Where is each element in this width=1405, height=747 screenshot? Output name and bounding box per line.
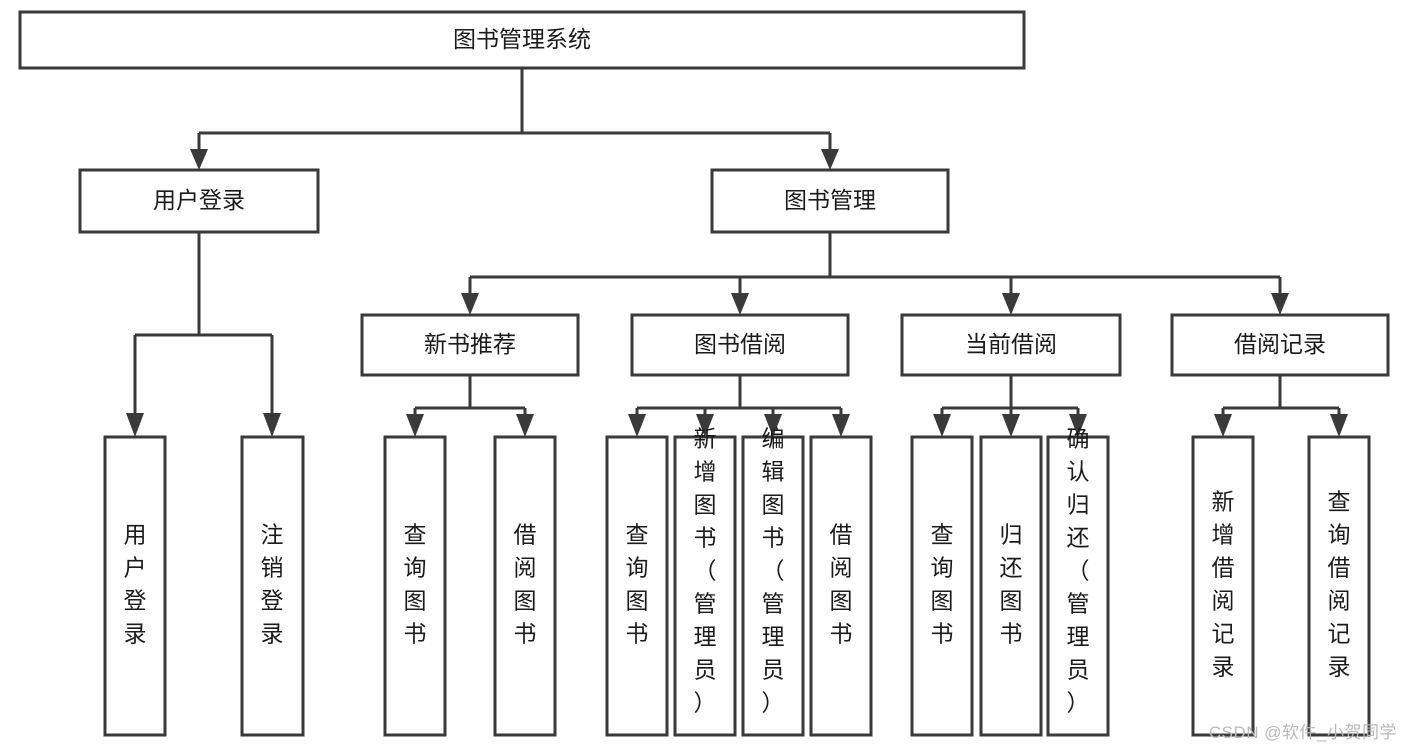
node-current-borrow-box[interactable]: [900, 313, 1122, 377]
node-leaf-edit-book-box[interactable]: [741, 435, 805, 737]
node-leaf-add-book-label: 新增图书（管理员）: [694, 426, 717, 716]
node-user-login-box[interactable]: [78, 168, 320, 234]
node-leaf-confirm-return[interactable]: 确认归还（管理员）: [1046, 426, 1110, 737]
node-leaf-query-book-3-label: 查询图书: [931, 522, 954, 647]
node-user-login-label: 用户登录: [153, 187, 245, 213]
node-leaf-query-book-3-box[interactable]: [910, 435, 974, 737]
node-current-borrow-label: 当前借阅: [965, 331, 1057, 357]
node-leaf-borrow-book-2-box[interactable]: [809, 435, 873, 737]
node-leaf-query-book-1[interactable]: 查询图书: [383, 435, 447, 737]
arrow-head-leaf-edit-book: [764, 414, 782, 437]
node-leaf-query-book-3[interactable]: 查询图书: [910, 435, 974, 737]
node-leaf-add-record-box[interactable]: [1191, 435, 1255, 737]
node-new-book-recommend[interactable]: 新书推荐: [360, 313, 580, 377]
node-leaf-user-logout-box[interactable]: [240, 435, 305, 737]
arrow-head-leaf-add-book: [696, 414, 714, 437]
node-leaf-query-book-2[interactable]: 查询图书: [605, 435, 669, 737]
arrow-head-leaf-return-book: [1002, 414, 1020, 437]
node-borrow-record[interactable]: 借阅记录: [1170, 313, 1390, 377]
node-leaf-query-record-box[interactable]: [1307, 435, 1371, 737]
node-leaf-add-book-box[interactable]: [673, 435, 737, 737]
node-leaf-return-book-box[interactable]: [979, 435, 1043, 737]
node-leaf-borrow-book-2[interactable]: 借阅图书: [809, 435, 873, 737]
connector-group-new-book-recommend: [406, 375, 534, 437]
node-leaf-add-book[interactable]: 新增图书（管理员）: [673, 426, 737, 737]
arrow-head-user-login: [190, 149, 208, 170]
node-new-book-recommend-box[interactable]: [360, 313, 580, 377]
arrow-head-book-management: [821, 149, 839, 170]
node-root-label: 图书管理系统: [453, 26, 591, 52]
node-book-borrow-label: 图书借阅: [694, 331, 786, 357]
node-leaf-borrow-book-2-label: 借阅图书: [830, 522, 853, 647]
arrow-head-leaf-query-book-3: [933, 414, 951, 437]
node-user-login[interactable]: 用户登录: [78, 168, 320, 234]
node-borrow-record-label: 借阅记录: [1234, 331, 1326, 357]
node-leaf-user-logout-label: 注销登录: [261, 522, 284, 647]
arrow-head-borrow-record: [1271, 293, 1289, 315]
arrow-head-current-borrow: [1002, 293, 1020, 315]
node-leaf-user-login-label: 用户登录: [124, 522, 147, 647]
arrow-head-book-borrow: [731, 293, 749, 315]
node-leaf-user-logout[interactable]: 注销登录: [240, 435, 305, 737]
arrow-head-leaf-confirm-return: [1069, 414, 1087, 437]
node-leaf-edit-book[interactable]: 编辑图书（管理员）: [741, 426, 805, 737]
node-leaf-confirm-return-box[interactable]: [1046, 435, 1110, 737]
arrow-head-leaf-user-logout: [263, 413, 281, 437]
node-book-management-label: 图书管理: [784, 187, 876, 213]
arrow-head-leaf-query-book-1: [406, 414, 424, 437]
arrow-head-leaf-borrow-book-2: [832, 414, 850, 437]
connector-group-current-borrow: [933, 375, 1087, 437]
node-book-management-box[interactable]: [710, 168, 950, 234]
node-leaf-return-book[interactable]: 归还图书: [979, 435, 1043, 737]
arrow-head-leaf-query-book-2: [628, 414, 646, 437]
node-leaf-query-record[interactable]: 查询借阅记录: [1307, 435, 1371, 737]
connector-group-book-borrow: [628, 375, 850, 437]
node-book-borrow[interactable]: 图书借阅: [630, 313, 850, 377]
node-leaf-query-book-1-box[interactable]: [383, 435, 447, 737]
node-new-book-recommend-label: 新书推荐: [424, 331, 516, 357]
node-leaf-add-record-label: 新增借阅记录: [1212, 489, 1235, 680]
node-book-borrow-box[interactable]: [630, 313, 850, 377]
arrow-head-leaf-query-record: [1330, 414, 1348, 437]
node-borrow-record-box[interactable]: [1170, 313, 1390, 377]
arrow-head-leaf-add-record: [1214, 414, 1232, 437]
node-leaf-borrow-book-1[interactable]: 借阅图书: [493, 435, 557, 737]
node-leaf-query-record-label: 查询借阅记录: [1328, 489, 1351, 680]
connector-group-borrow-record: [1214, 375, 1348, 437]
connector-group-user-login: [126, 232, 281, 437]
node-leaf-edit-book-label: 编辑图书（管理员）: [762, 426, 785, 716]
node-leaf-return-book-label: 归还图书: [1000, 522, 1023, 647]
node-leaf-query-book-1-label: 查询图书: [404, 522, 427, 647]
node-leaf-add-record[interactable]: 新增借阅记录: [1191, 435, 1255, 737]
node-leaf-confirm-return-label: 确认归还（管理员）: [1067, 426, 1090, 716]
node-leaf-user-login-box[interactable]: [103, 435, 167, 737]
arrow-head-new-book-recommend: [461, 293, 479, 315]
node-leaf-query-book-2-label: 查询图书: [626, 522, 649, 647]
node-leaf-query-book-2-box[interactable]: [605, 435, 669, 737]
connector-group-book-management: [461, 232, 1289, 315]
arrow-head-leaf-borrow-book-1: [516, 414, 534, 437]
node-leaf-user-login[interactable]: 用户登录: [103, 435, 167, 737]
node-root-box[interactable]: [18, 10, 1026, 70]
node-leaf-borrow-book-1-label: 借阅图书: [514, 522, 537, 647]
arrow-head-leaf-user-login: [126, 413, 144, 437]
node-book-management[interactable]: 图书管理: [710, 168, 950, 234]
node-current-borrow[interactable]: 当前借阅: [900, 313, 1122, 377]
connector-group-root: [190, 68, 839, 170]
node-leaf-borrow-book-1-box[interactable]: [493, 435, 557, 737]
node-root[interactable]: 图书管理系统: [18, 10, 1026, 70]
